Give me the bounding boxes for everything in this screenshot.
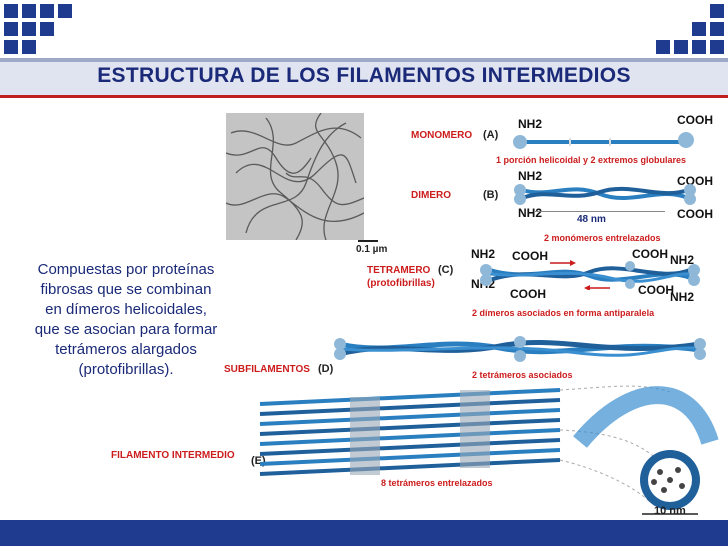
description-line: tetrámeros alargados [55, 341, 197, 358]
description-line: fibrosas que se combinan [40, 281, 212, 298]
monomer-cooh: COOH [677, 113, 713, 127]
monomer-caption: 1 porción helicoidal y 2 extremos globul… [496, 155, 687, 165]
tetramer-nh2-tr: NH2 [670, 253, 695, 267]
filament-diameter: 10 nm [654, 505, 686, 517]
dimer-diagram [514, 184, 696, 205]
subfilament-caption: 2 tetrámeros asociados [472, 370, 573, 380]
tetramer-sublabel: (protofibrillas) [367, 278, 435, 289]
dimer-nh2-top: NH2 [518, 169, 543, 183]
filament-diagram [259, 385, 719, 515]
tetramer-nh2-br: NH2 [670, 290, 695, 304]
scale-bar [358, 240, 378, 242]
monomer-nh2: NH2 [518, 117, 543, 131]
monomer-letter: (A) [483, 129, 499, 141]
tetramer-cooh-tl: COOH [512, 249, 548, 263]
description-text: Compuestas por proteínas fibrosas que se… [24, 260, 228, 380]
tetramer-cooh-bl: COOH [510, 287, 546, 301]
tetramer-label: TETRAMERO [367, 265, 431, 276]
filament-caption: 8 tetrámeros entrelazados [381, 478, 493, 488]
dimer-nh2-bottom: NH2 [518, 206, 543, 220]
dimer-length-marker [535, 211, 665, 212]
description-line: (protofibrillas). [78, 361, 174, 378]
description-line: Compuestas por proteínas [37, 261, 215, 278]
dimer-length: 48 nm [577, 214, 606, 225]
title-bar [0, 58, 728, 98]
micrograph-image [225, 112, 365, 241]
tetramer-cooh-br: COOH [638, 283, 674, 297]
monomer-label: MONOMERO [411, 130, 473, 141]
page-title: ESTRUCTURA DE LOS FILAMENTOS INTERMEDIOS [97, 64, 631, 87]
monomer-diagram [513, 132, 694, 149]
bottom-bar [0, 520, 728, 546]
dimer-cooh-top: COOH [677, 174, 713, 188]
filament-label: FILAMENTO INTERMEDIO [111, 450, 235, 461]
description-line: en dímeros helicoidales, [45, 301, 207, 318]
subfilament-label: SUBFILAMENTOS [224, 364, 310, 375]
subfilament-letter: (D) [318, 363, 334, 375]
scale-bar-label: 0.1 µm [356, 244, 388, 255]
description-line: que se asocian para formar [34, 321, 218, 338]
dimer-cooh-bottom: COOH [677, 207, 713, 221]
tetramer-letter: (C) [438, 264, 454, 276]
tetramer-cooh-tr: COOH [632, 247, 668, 261]
dimer-label: DIMERO [411, 190, 451, 201]
tetramer-caption: 2 dímeros asociados en forma antiparalel… [472, 308, 655, 318]
dimer-letter: (B) [483, 189, 499, 201]
tetramer-diagram [480, 260, 700, 290]
subfilament-diagram [334, 336, 706, 362]
dimer-caption: 2 monómeros entrelazados [544, 233, 661, 243]
tetramer-nh2-tl: NH2 [471, 247, 496, 261]
